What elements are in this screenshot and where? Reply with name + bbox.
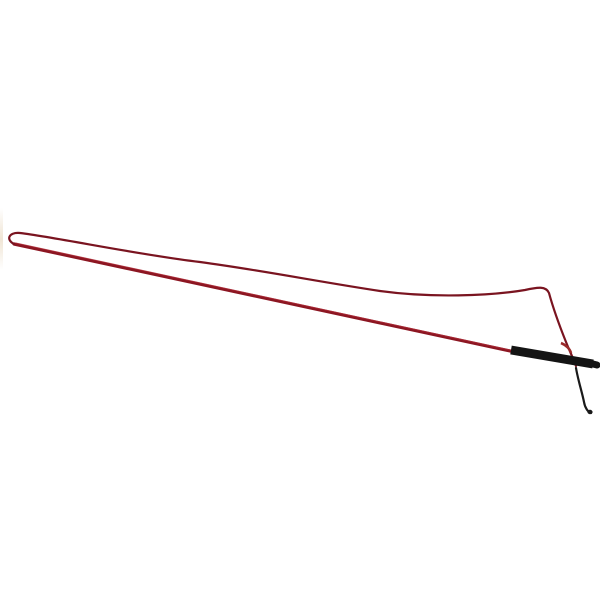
whip-grip — [510, 345, 594, 369]
keeper-end — [587, 409, 593, 415]
whip-lash — [8, 231, 578, 368]
whip-shaft-highlight — [15, 242, 516, 352]
edge-shadow — [0, 208, 3, 270]
grip-end-cap — [589, 360, 600, 369]
lash-fitting — [560, 341, 573, 354]
whip-shaft — [12, 242, 517, 354]
keeper-loop — [574, 366, 593, 415]
